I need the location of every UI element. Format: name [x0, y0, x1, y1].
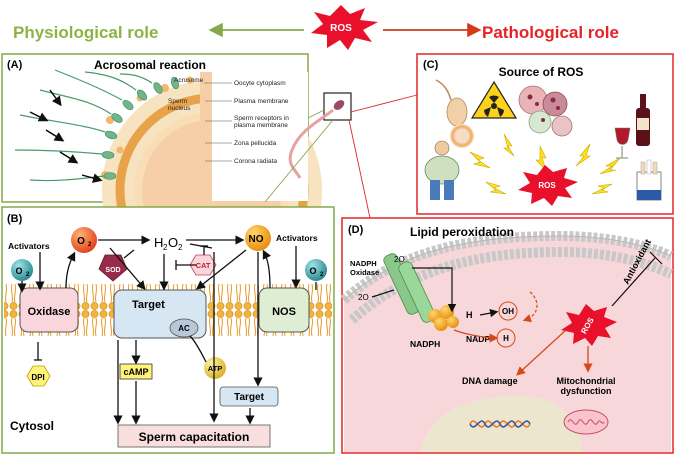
o2-label-a: 2O: [358, 293, 369, 302]
nucleus: [420, 396, 582, 452]
atp-molecule: [204, 357, 226, 379]
cat-label: CAT: [196, 261, 211, 270]
sperm-egg-icon: [435, 79, 474, 148]
capacitation-label: Sperm capacitation: [139, 430, 250, 444]
oxidase-protein: [19, 287, 79, 333]
radiation-icon: [470, 80, 518, 119]
sod-label: SOD: [105, 267, 120, 274]
o2-label-b: 2O: [394, 255, 405, 264]
h2o2-sub2: 2: [178, 243, 183, 252]
nos-protein: [258, 287, 310, 333]
label-corona: Corona radiata: [234, 158, 277, 165]
ac-label: AC: [178, 324, 190, 333]
sperm-cells: [101, 76, 180, 180]
sperm-tails: [14, 69, 153, 182]
mito-label-2: dysfunction: [561, 386, 612, 396]
cell-membrane-inner: [348, 246, 674, 324]
nadph-label: NADPH: [410, 339, 440, 349]
dna-damage-label: DNA damage: [462, 376, 518, 386]
dpi-inhibitor: [26, 365, 51, 387]
panel-d-arrows: [371, 251, 663, 323]
oxidase-label: Oxidase: [28, 306, 71, 318]
panel-c-letter: (C): [423, 59, 439, 71]
ac-enzyme: [169, 318, 199, 338]
smoking-icon: [636, 159, 662, 201]
h2o2-sub1: 2: [163, 243, 168, 252]
o2-right-label: O: [309, 266, 316, 276]
panel-b: (B) Oxidase Target AC NOS Activators Act…: [1, 206, 335, 454]
ros-label-header: ROS: [330, 23, 352, 34]
panel-a-title: Acrosomal reaction: [94, 58, 206, 72]
ros-star-source: [518, 165, 578, 206]
header: ROS Physiological role Pathological role: [13, 5, 619, 50]
nadph-oxidase-label-2: Oxidase: [350, 268, 379, 277]
alcohol-icon: [614, 94, 650, 159]
superoxide-sub: 2: [88, 242, 92, 248]
camp-label: cAMP: [123, 367, 148, 377]
o2-right-molecule: [305, 259, 327, 281]
cytosol-label: Cytosol: [10, 419, 54, 433]
panel-c: (C) Source of ROS: [416, 53, 674, 215]
panel-a-letter: (A): [7, 59, 23, 71]
nadp-label: NADP: [466, 334, 490, 344]
target2-box: [219, 386, 279, 407]
target-label: Target: [132, 299, 165, 311]
obesity-icon: [424, 140, 460, 200]
h2o2-label: H: [466, 310, 473, 320]
activators-left: Activators: [8, 241, 50, 251]
superoxide-label: O: [77, 236, 85, 247]
nadph-oxidase-subunits: [428, 305, 459, 331]
ros-label-source: ROS: [538, 181, 556, 190]
nadph-oxidase-label-1: NADPH: [350, 259, 377, 268]
mito-label-1: Mitochondrial: [557, 376, 616, 386]
o2-left-molecule: [11, 259, 33, 281]
nos-label: NOS: [272, 306, 296, 318]
capacitation-box: [117, 424, 271, 448]
panel-a-arrows: [29, 89, 103, 183]
label-nucleus: nucleus: [168, 105, 191, 112]
atp-label: ATP: [208, 364, 222, 373]
o2-right-sub: 2: [320, 272, 324, 278]
h2o2-o: O: [168, 235, 178, 250]
pathological-role-title: Pathological role: [482, 23, 619, 42]
superoxide-molecule: [71, 227, 97, 253]
dna-helix: [469, 420, 531, 428]
panel-b-letter: (B): [7, 213, 23, 225]
h2o2-h: H: [154, 235, 163, 250]
dpi-label: DPI: [31, 373, 44, 382]
o2-left-sub: 2: [26, 272, 30, 278]
lightning-icons: [469, 133, 621, 195]
sod-enzyme: [98, 254, 128, 282]
oh-label: OH: [502, 307, 514, 316]
label-zona: Zona pellucida: [234, 140, 277, 147]
ros-star-lipid: [561, 304, 617, 346]
no-label: NO: [249, 234, 264, 245]
central-sperm: [264, 92, 418, 219]
physiological-role-title: Physiological role: [13, 23, 159, 42]
label-leaders: [204, 82, 232, 162]
no-molecule: [245, 225, 271, 251]
ros-star-header: [311, 5, 378, 50]
oh-radical: [498, 301, 518, 321]
label-plasma: Plasma membrane: [234, 98, 289, 105]
label-receptors-1: Sperm receptors in: [234, 115, 289, 122]
panel-c-title: Source of ROS: [499, 65, 584, 79]
target2-label: Target: [234, 392, 264, 403]
panel-b-arrows: [17, 235, 317, 425]
mitochondrion: [563, 409, 609, 435]
activators-right: Activators: [276, 233, 318, 243]
label-oocyte: Oocyte cytoplasm: [234, 80, 286, 87]
h-label: H: [503, 334, 509, 343]
label-acrosome: Acrosome: [174, 77, 204, 84]
label-receptors-2: plasma membrane: [234, 122, 288, 129]
panel-d-title: Lipid peroxidation: [410, 225, 514, 239]
damaged-cells-icon: [518, 85, 573, 137]
panel-d-letter: (D): [348, 224, 364, 236]
label-sperm: Sperm: [168, 98, 187, 105]
panel-d-red-arrows: [453, 329, 593, 376]
o2-left-label: O: [15, 266, 22, 276]
panel-d: (D) Lipid peroxidation NADPH Oxidase 2O …: [340, 217, 674, 454]
